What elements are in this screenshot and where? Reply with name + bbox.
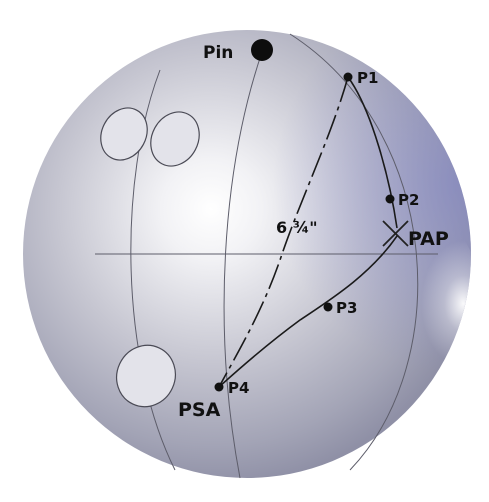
p1-label: P1 [357, 69, 378, 87]
p2-label: P2 [398, 191, 419, 209]
pin-marker [251, 39, 273, 61]
distance-label: 6 ¾" [276, 218, 318, 237]
p4-marker [215, 383, 224, 392]
p2-marker [386, 195, 395, 204]
p1-marker [344, 73, 353, 82]
p4-label: P4 [228, 379, 249, 397]
p3-marker [324, 303, 333, 312]
psa-label: PSA [178, 399, 221, 421]
pin-label: Pin [203, 43, 233, 63]
pap-label: PAP [408, 228, 449, 250]
p3-label: P3 [336, 299, 357, 317]
